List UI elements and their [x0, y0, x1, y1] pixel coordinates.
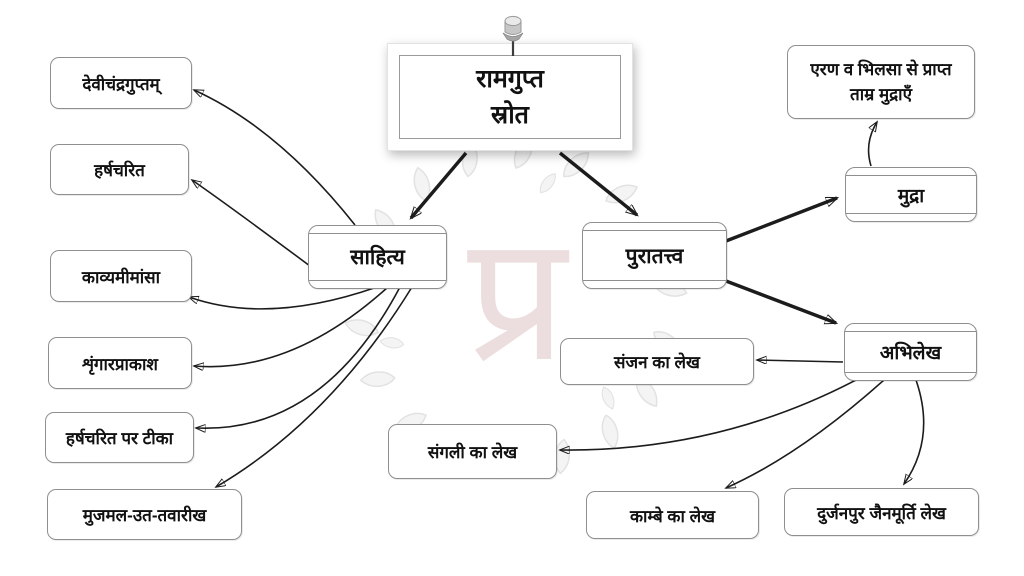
watermark-letter: प्र	[467, 202, 567, 397]
node-label: संजन का लेख	[614, 353, 700, 372]
arrow-lit-mujmal	[216, 286, 413, 487]
arrow-lit-kavyamimansa	[189, 286, 378, 310]
node-label: हर्षचरित पर टीका	[65, 429, 174, 448]
arrow-ins-sangli	[560, 379, 857, 450]
node-label: काम्बे का लेख	[629, 506, 716, 526]
title-card[interactable]: रामगुप्त स्रोत	[387, 43, 633, 151]
node-kambe-inscription[interactable]: काम्बे का लेख	[586, 491, 759, 539]
node-kavyamimansa[interactable]: काव्यमीमांसा	[50, 250, 192, 302]
node-harshcharit[interactable]: हर्षचरित	[50, 144, 189, 195]
node-label: शृंगारप्राकाश	[82, 354, 158, 374]
push-pin-icon	[502, 15, 524, 56]
node-devichandraguptam[interactable]: देवीचंद्रगुप्तम्	[50, 57, 192, 109]
node-mujmal-ut-tawarikh[interactable]: मुजमल-उत-तवारीख	[47, 489, 242, 540]
branch-literature-label: साहित्य	[350, 246, 405, 269]
arrow-ins-sanjan	[757, 360, 844, 362]
node-harshcharit-tika[interactable]: हर्षचरित पर टीका	[45, 412, 194, 463]
arrow-archaeology-to-inscription	[725, 279, 836, 325]
node-label: अभिलेख	[879, 343, 942, 364]
node-label: एरण व भिलसा से प्राप्त ताम्र मुद्राएँ	[810, 59, 952, 105]
arrow-title-to-literature	[411, 151, 468, 218]
title-card-inner: रामगुप्त स्रोत	[399, 55, 621, 139]
arrow-coin-to-coin-source	[867, 122, 877, 167]
node-label: संगली का लेख	[427, 443, 518, 462]
node-shringarprakash[interactable]: शृंगारप्राकाश	[48, 337, 192, 389]
branch-archaeology-label: पुरातत्त्व	[625, 244, 684, 268]
node-label: देवीचंद्रगुप्तम्	[82, 74, 160, 94]
arrow-ins-durjanpur	[904, 379, 925, 484]
node-label: दुर्जनपुर जैनमूर्ति लेख	[817, 503, 946, 523]
branch-archaeology[interactable]: पुरातत्त्व	[582, 222, 727, 289]
node-coin-source[interactable]: एरण व भिलसा से प्राप्त ताम्र मुद्राएँ	[787, 45, 975, 119]
node-sangli-inscription[interactable]: संगली का लेख	[388, 424, 557, 479]
node-label: हर्षचरित	[94, 161, 145, 180]
arrow-lit-shringarprakash	[194, 286, 389, 367]
arrow-lit-devichandraguptam	[194, 90, 356, 226]
branch-literature[interactable]: साहित्य	[308, 225, 447, 289]
node-label: मुजमल-उत-तवारीख	[82, 506, 207, 525]
arrow-lit-harshcharit-tika	[196, 286, 401, 428]
arrow-ins-kambe	[726, 379, 885, 488]
node-inscription[interactable]: अभिलेख	[844, 323, 977, 381]
node-coin[interactable]: मुद्रा	[845, 167, 977, 222]
diagram-title-line2: स्रोत	[491, 101, 529, 129]
diagram-title-line1: रामगुप्त	[476, 64, 544, 93]
node-durjanpur-inscription[interactable]: दुर्जनपुर जैनमूर्ति लेख	[784, 488, 979, 536]
node-label: मुद्रा	[897, 185, 925, 207]
node-sanjan-inscription[interactable]: संजन का लेख	[560, 338, 754, 385]
arrow-title-to-archaeology	[558, 151, 637, 215]
arrow-archaeology-to-coin	[725, 196, 837, 243]
node-label: काव्यमीमांसा	[81, 267, 161, 287]
